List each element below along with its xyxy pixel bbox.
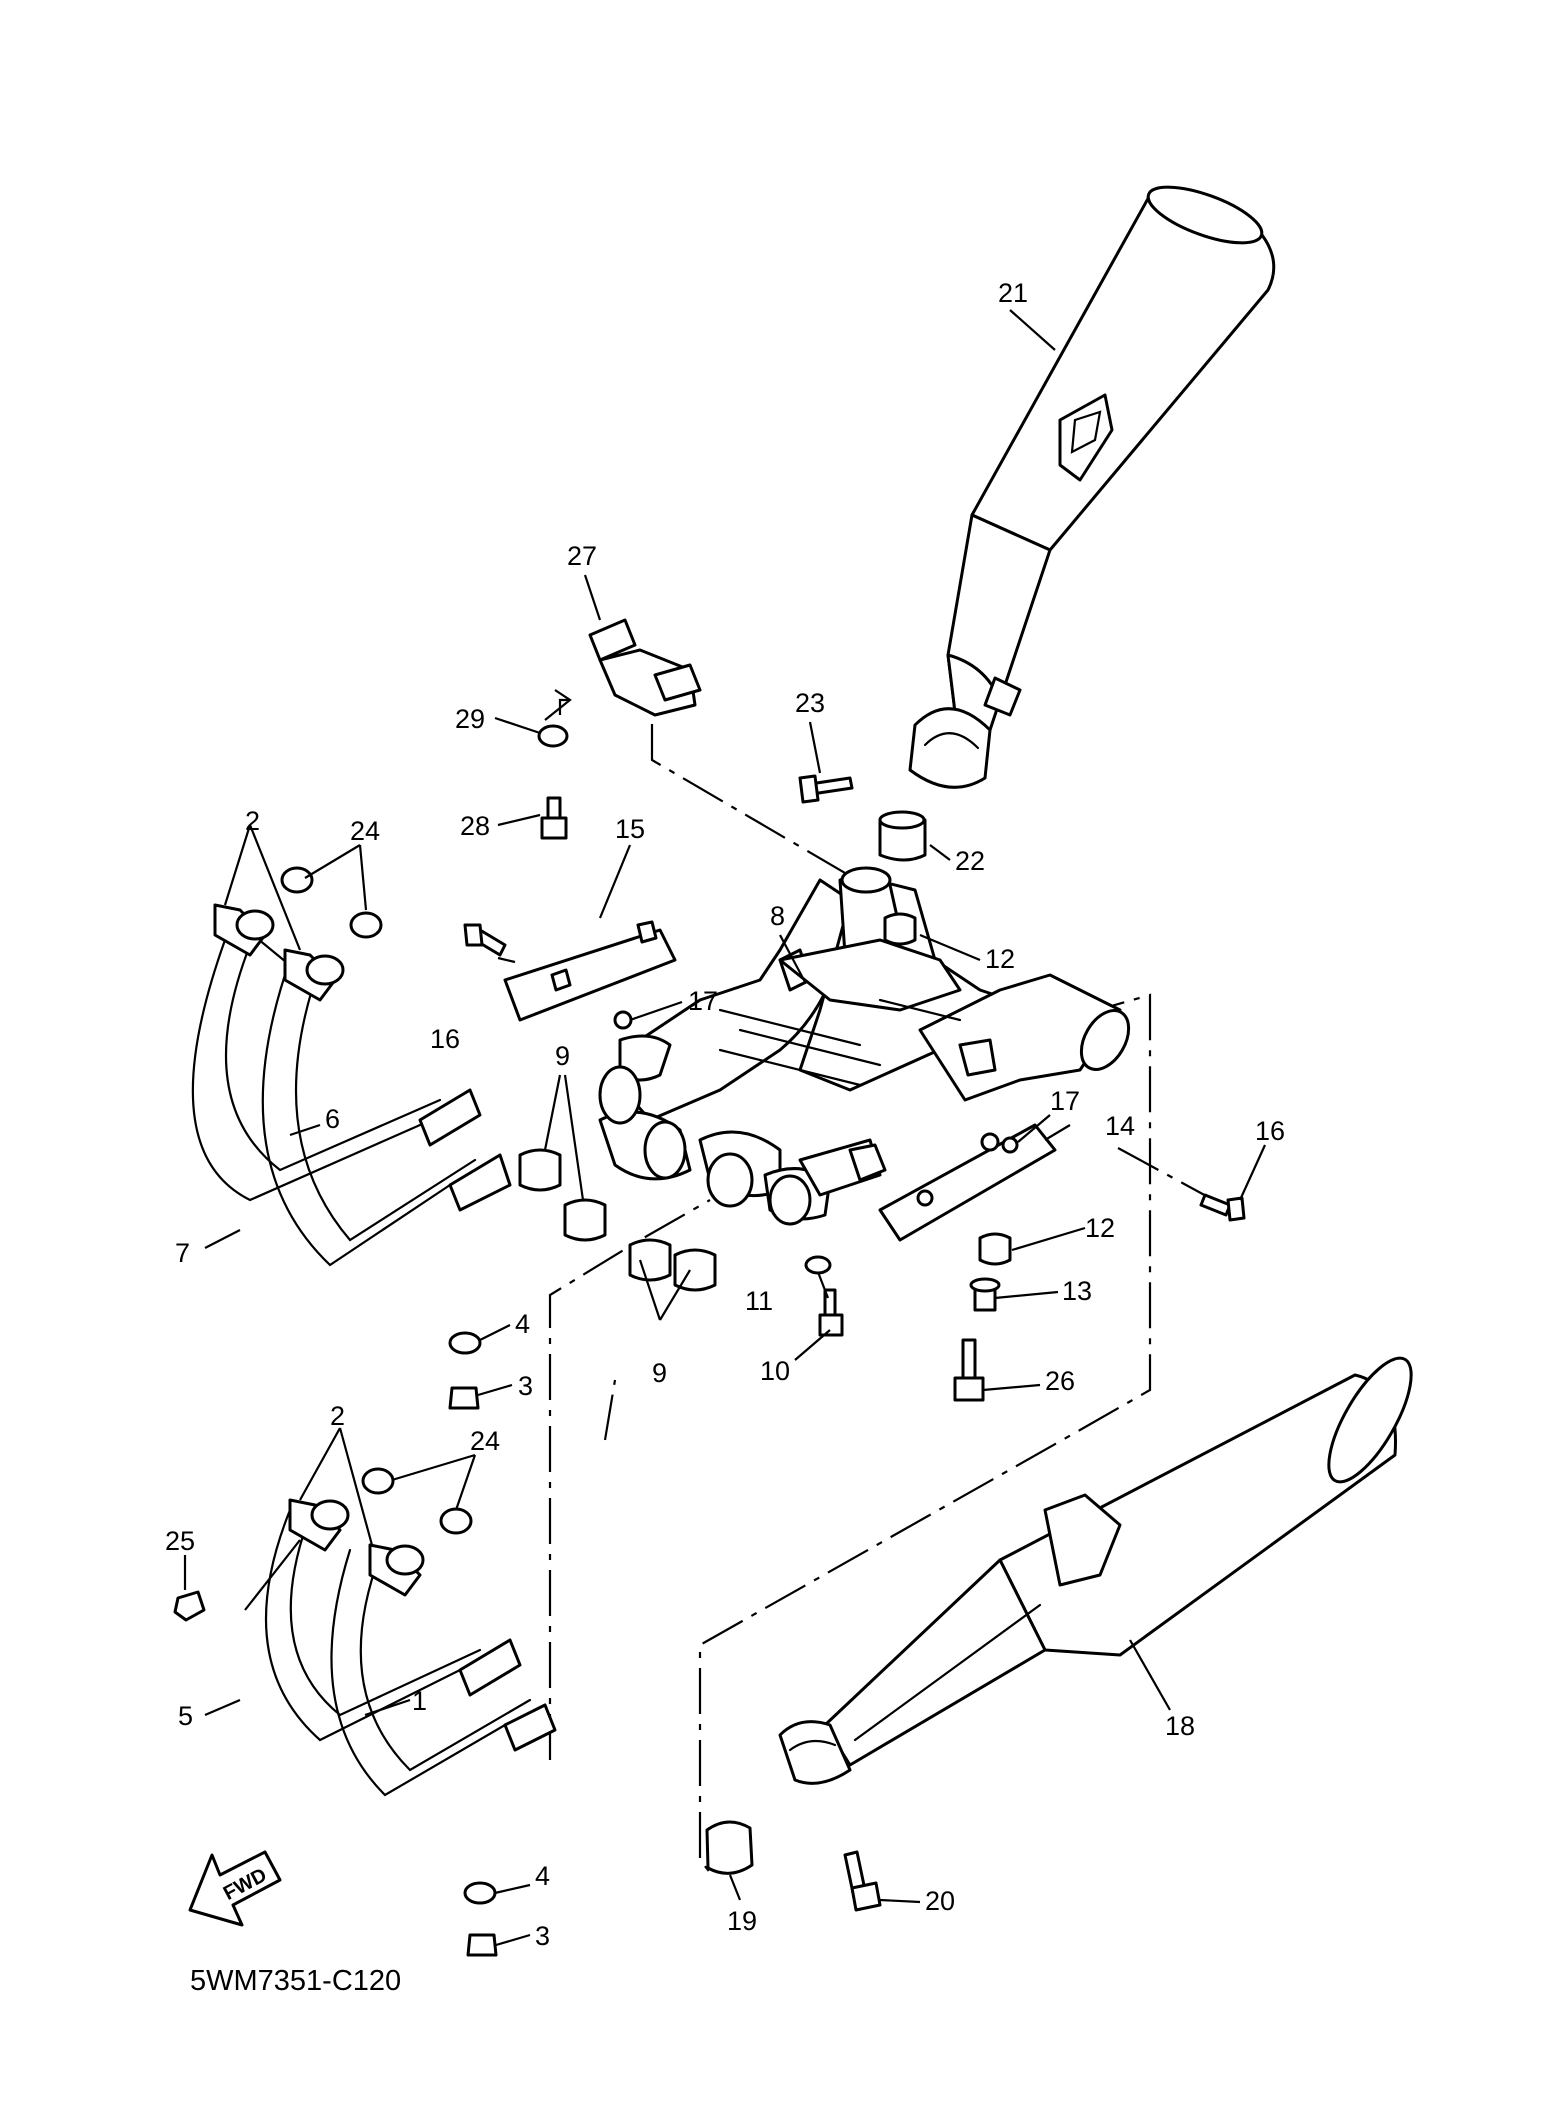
callout-4-upper: 4 [515, 1309, 530, 1339]
part-27-bracket [544, 618, 702, 721]
callout-13: 13 [1062, 1276, 1092, 1306]
part-1-5-lower-headers [264, 1498, 557, 1797]
callout-1: 1 [412, 1686, 427, 1716]
callout-2-lower: 2 [330, 1401, 345, 1431]
callout-12-upper: 12 [985, 944, 1015, 974]
callout-29: 29 [455, 704, 485, 734]
callout-23: 23 [795, 688, 825, 718]
diagram-code: 5WM7351-C120 [190, 1965, 401, 1997]
callout-24-upper: 24 [350, 816, 380, 846]
callout-19: 19 [727, 1906, 757, 1936]
callout-18: 18 [1165, 1711, 1195, 1741]
callout-8: 8 [770, 901, 785, 931]
callout-28: 28 [460, 811, 490, 841]
callout-7: 7 [175, 1238, 190, 1268]
callout-12-lower: 12 [1085, 1213, 1115, 1243]
forward-arrow-icon: FWD [188, 1850, 282, 1927]
callout-22: 22 [955, 846, 985, 876]
callout-20: 20 [925, 1886, 955, 1916]
part-8-collector [598, 866, 1131, 1226]
callout-10: 10 [760, 1356, 790, 1386]
part-21-upper-muffler [908, 185, 1276, 789]
callout-14: 14 [1105, 1111, 1135, 1141]
part-14-protector [878, 1123, 1057, 1242]
callout-6: 6 [325, 1104, 340, 1134]
callout-21: 21 [998, 278, 1028, 308]
callout-4-lower: 4 [535, 1861, 550, 1891]
callout-3-lower: 3 [535, 1921, 550, 1951]
callout-9-upper: 9 [555, 1041, 570, 1071]
callout-27: 27 [567, 541, 597, 571]
callout-3-upper: 3 [518, 1371, 533, 1401]
callout-16-left: 16 [430, 1024, 460, 1054]
callout-26: 26 [1045, 1366, 1075, 1396]
part-15-protector [503, 920, 677, 1022]
callout-9-lower: 9 [652, 1358, 667, 1388]
callout-numbers: 21 27 29 23 28 22 12 15 8 16 17 2 24 9 6… [165, 278, 1285, 1951]
callout-24-lower: 24 [470, 1426, 500, 1456]
part-6-7-upper-headers [191, 903, 512, 1267]
callout-15: 15 [615, 814, 645, 844]
callout-11: 11 [745, 1286, 773, 1316]
callout-17-upper: 17 [688, 986, 718, 1016]
small-parts [173, 724, 1246, 1957]
callout-25: 25 [165, 1526, 195, 1556]
callout-2-upper: 2 [245, 806, 260, 836]
callout-16-right: 16 [1255, 1116, 1285, 1146]
leader-lines [183, 309, 1267, 1947]
callout-5: 5 [178, 1701, 193, 1731]
callout-17-lower: 17 [1050, 1086, 1080, 1116]
part-18-lower-muffler [778, 1356, 1413, 1785]
